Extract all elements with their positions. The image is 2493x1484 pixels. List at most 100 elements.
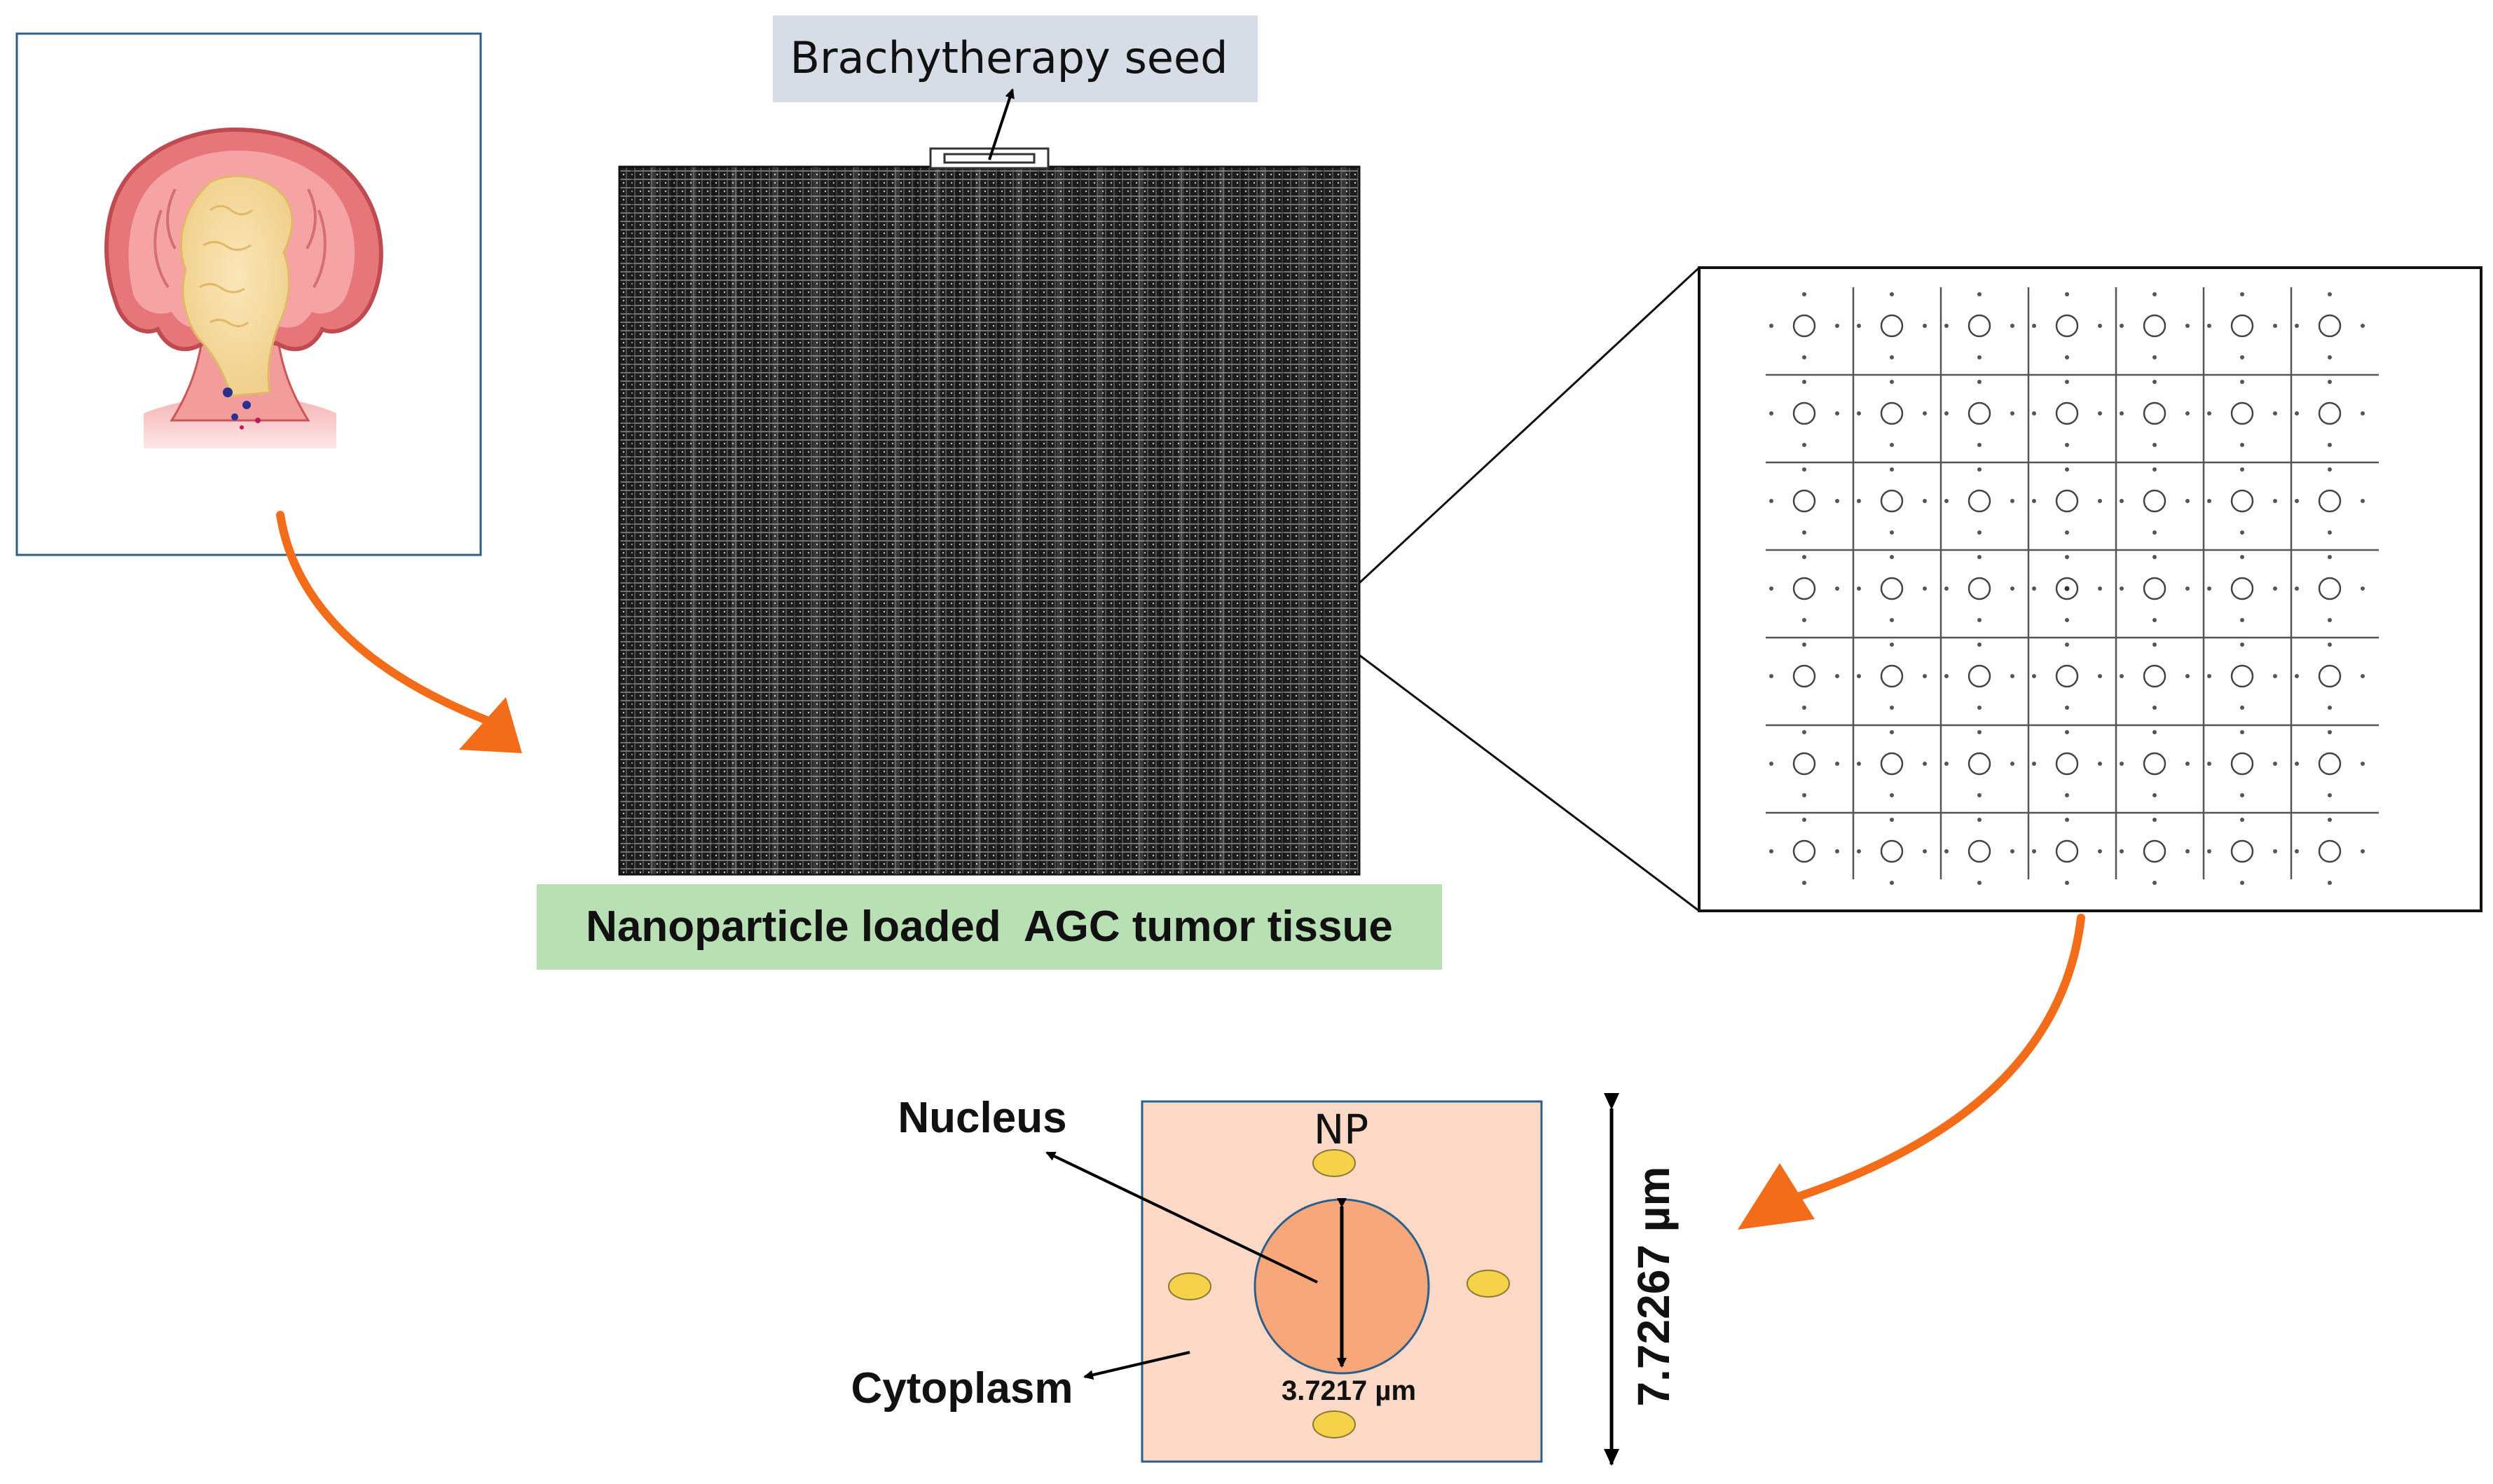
lattice-nanoparticle: [2120, 674, 2124, 678]
nanoparticle: [1467, 1270, 1510, 1298]
lattice-nanoparticle: [1769, 586, 1773, 591]
lattice-nanoparticle: [2152, 555, 2157, 559]
lattice-cell-nucleus: [2318, 839, 2342, 863]
lattice-nanoparticle: [2328, 881, 2332, 885]
lattice-nanoparticle: [2207, 586, 2211, 591]
lattice-cell-nucleus: [1880, 489, 1904, 513]
lattice-nanoparticle: [2240, 818, 2244, 822]
lattice-cell-nucleus: [1792, 752, 1816, 776]
lattice-nanoparticle: [1802, 793, 1806, 797]
lattice-nanoparticle: [2361, 849, 2365, 853]
lattice-nanoparticle: [1890, 818, 1894, 822]
lattice-nanoparticle: [2240, 443, 2244, 447]
lattice-nanoparticle: [1802, 818, 1806, 822]
lattice-nanoparticle: [2207, 849, 2211, 853]
lattice-nanoparticle: [2273, 324, 2277, 328]
lattice-nanoparticle: [1802, 881, 1806, 885]
lattice-nanoparticle: [2098, 324, 2102, 328]
lattice-nanoparticle: [2328, 643, 2332, 647]
lattice-nanoparticle: [1857, 849, 1861, 853]
lattice-nanoparticle: [1890, 467, 1894, 472]
lattice-nanoparticle: [1802, 706, 1806, 710]
lattice-nanoparticle: [1944, 674, 1949, 678]
lattice-nanoparticle: [2065, 467, 2069, 472]
tissue-label: Nanoparticle loaded AGC tumor tissue: [586, 902, 1393, 951]
nanoparticle: [1312, 1410, 1356, 1438]
lattice-nanoparticle: [1944, 499, 1949, 503]
lattice-cell-nucleus: [2230, 664, 2254, 688]
lattice-nanoparticle: [2328, 793, 2332, 797]
lattice-nanoparticle: [1835, 499, 1839, 503]
lattice-nanoparticle: [1923, 411, 1927, 415]
lattice-nanoparticle: [1802, 530, 1806, 535]
lattice-nanoparticle: [2120, 324, 2124, 328]
lattice-cell-nucleus: [1880, 577, 1904, 600]
lattice-nanoparticle: [2185, 849, 2190, 853]
lattice-nanoparticle: [2328, 618, 2332, 622]
lattice-nanoparticle: [2240, 643, 2244, 647]
flow-arrow-2-head: [1738, 1163, 1815, 1230]
lattice-nanoparticle: [2240, 292, 2244, 296]
lattice-cell-nucleus: [1967, 664, 1991, 688]
lattice-nanoparticle: [1923, 586, 1927, 591]
tissue-label-box: [537, 884, 1442, 970]
tumor-illustration: [104, 127, 383, 448]
lattice-cell-nucleus: [1967, 839, 1991, 863]
lattice-cell-nucleus: [2230, 489, 2254, 513]
lattice-cell-nucleus: [2230, 314, 2254, 338]
lattice-nanoparticle: [2098, 411, 2102, 415]
lattice-nanoparticle: [1890, 793, 1894, 797]
lattice-nanoparticle: [2120, 499, 2124, 503]
lattice-nanoparticle: [2098, 849, 2102, 853]
lattice-cell-nucleus: [1792, 664, 1816, 688]
lattice-nanoparticle: [2240, 881, 2244, 885]
lattice-nanoparticle: [2065, 793, 2069, 797]
lattice-nanoparticle: [1977, 730, 1982, 734]
lattice-nanoparticle: [2240, 380, 2244, 384]
lattice-nanoparticle: [1802, 292, 1806, 296]
lattice-nanoparticle: [1977, 355, 1982, 359]
lattice-nanoparticle: [2207, 324, 2211, 328]
lattice-cell-nucleus: [2055, 752, 2079, 776]
lattice-nanoparticle: [2207, 762, 2211, 766]
lattice-nanoparticle: [2361, 674, 2365, 678]
lattice-cell-nucleus: [1967, 489, 1991, 513]
lattice-nanoparticle: [2065, 618, 2069, 622]
zoom-line-top: [1358, 266, 1701, 584]
lattice-cell-nucleus: [1792, 401, 1816, 425]
lattice-nanoparticle: [2120, 586, 2124, 591]
lattice-nanoparticle: [1923, 849, 1927, 853]
lattice-nanoparticle: [2065, 380, 2069, 384]
lattice-cell-nucleus: [1792, 314, 1816, 338]
lattice-nanoparticle: [2295, 411, 2299, 415]
lattice-nanoparticle: [2240, 706, 2244, 710]
lattice-cell-nucleus: [1792, 839, 1816, 863]
lattice-nanoparticle: [2207, 674, 2211, 678]
lattice-nanoparticle: [1977, 292, 1982, 296]
lattice-nanoparticle: [2328, 443, 2332, 447]
lattice-nanoparticle: [2098, 762, 2102, 766]
lattice-nanoparticle: [2328, 555, 2332, 559]
lattice-nanoparticle: [1890, 292, 1894, 296]
lattice-nanoparticle: [2185, 499, 2190, 503]
lattice-nanoparticle: [1857, 674, 1861, 678]
flow-arrow-2-shaft: [1790, 914, 2085, 1202]
lattice-nanoparticle: [2152, 881, 2157, 885]
lattice-cell-nucleus: [2230, 839, 2254, 863]
lattice-cell-nucleus: [1880, 664, 1904, 688]
tumor-cell-dot: [231, 413, 238, 420]
cell-lattice: [1766, 287, 2379, 885]
lattice-nanoparticle: [1802, 443, 1806, 447]
nucleus-label: Nucleus: [898, 1094, 1066, 1142]
lattice-cell-nucleus: [2143, 314, 2166, 338]
lattice-nanoparticle: [2240, 555, 2244, 559]
lattice-nanoparticle: [2295, 324, 2299, 328]
zoom-line-bottom: [1359, 654, 1700, 912]
lattice-nanoparticle: [2010, 324, 2014, 328]
lattice-nanoparticle: [2185, 674, 2190, 678]
lattice-cell-nucleus: [2318, 489, 2342, 513]
lattice-nanoparticle: [1835, 411, 1839, 415]
lattice-nanoparticle: [2065, 643, 2069, 647]
lattice-nanoparticle: [1977, 443, 1982, 447]
lattice-nanoparticle: [2010, 674, 2014, 678]
